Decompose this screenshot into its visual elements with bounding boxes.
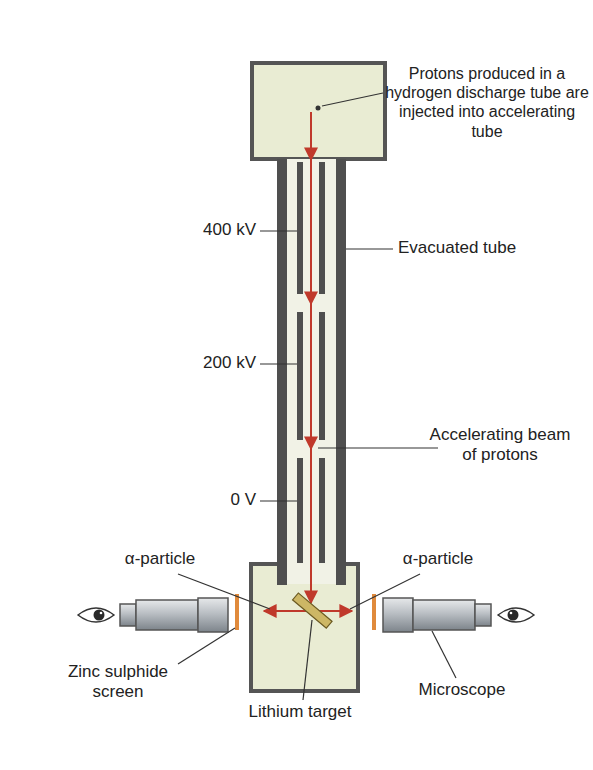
label: Lithium target — [220, 702, 380, 722]
label: Microscope — [392, 680, 532, 700]
tube-wall — [336, 159, 346, 585]
zinc-sulphide-screen — [372, 594, 376, 630]
label: Protons produced in a hydrogen discharge… — [385, 64, 589, 141]
label: 400 kV — [150, 220, 256, 240]
eye — [498, 608, 534, 622]
zinc-sulphide-screen — [235, 594, 239, 630]
label: Accelerating beam of protons — [425, 425, 575, 466]
eye — [78, 608, 114, 622]
microscope — [383, 598, 491, 632]
lithium-target — [293, 593, 332, 628]
source-dot — [316, 106, 321, 111]
label: α-particle — [378, 549, 498, 569]
leader-lines — [178, 93, 456, 700]
label: 0 V — [150, 490, 256, 510]
tube-wall — [277, 159, 287, 585]
label: Zinc sulphide screen — [48, 662, 188, 703]
alpha-track — [264, 610, 309, 612]
proton-beam — [310, 112, 312, 603]
microscope — [120, 598, 228, 632]
label: 200 kV — [150, 353, 256, 373]
label: Evacuated tube — [398, 238, 588, 258]
discharge-box — [252, 63, 385, 159]
label: α-particle — [100, 549, 220, 569]
